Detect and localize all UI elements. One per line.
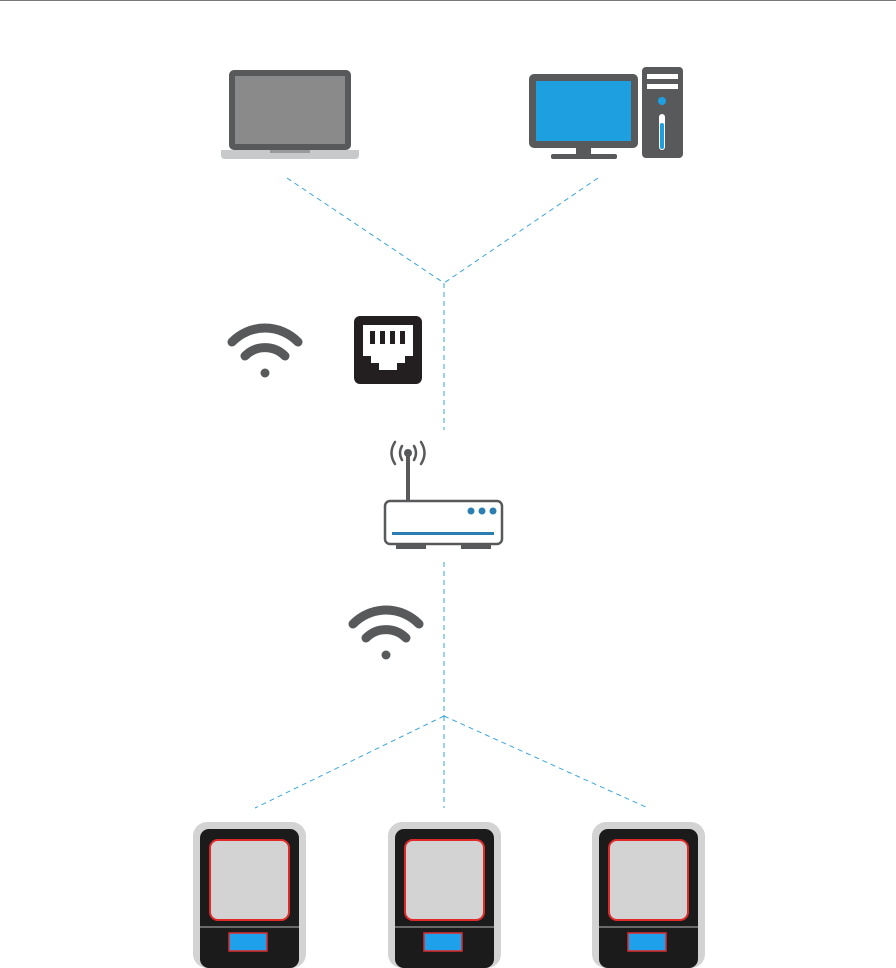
desktop-computer-icon	[529, 67, 683, 159]
connector-printer-3	[444, 716, 648, 808]
printer-device-icon-3	[592, 822, 705, 968]
connector-laptop	[287, 178, 444, 283]
printer-device-icon-2	[388, 822, 501, 968]
ethernet-port-icon	[354, 316, 422, 384]
connector-printer-1	[255, 716, 444, 808]
printer-device-icon-1	[193, 822, 306, 968]
wifi-icon-lower	[353, 610, 419, 659]
connector-desktop	[444, 178, 598, 283]
connector-lines	[255, 178, 648, 808]
wifi-icon-upper	[232, 328, 298, 377]
laptop-icon	[221, 70, 359, 159]
router-icon	[385, 442, 502, 549]
